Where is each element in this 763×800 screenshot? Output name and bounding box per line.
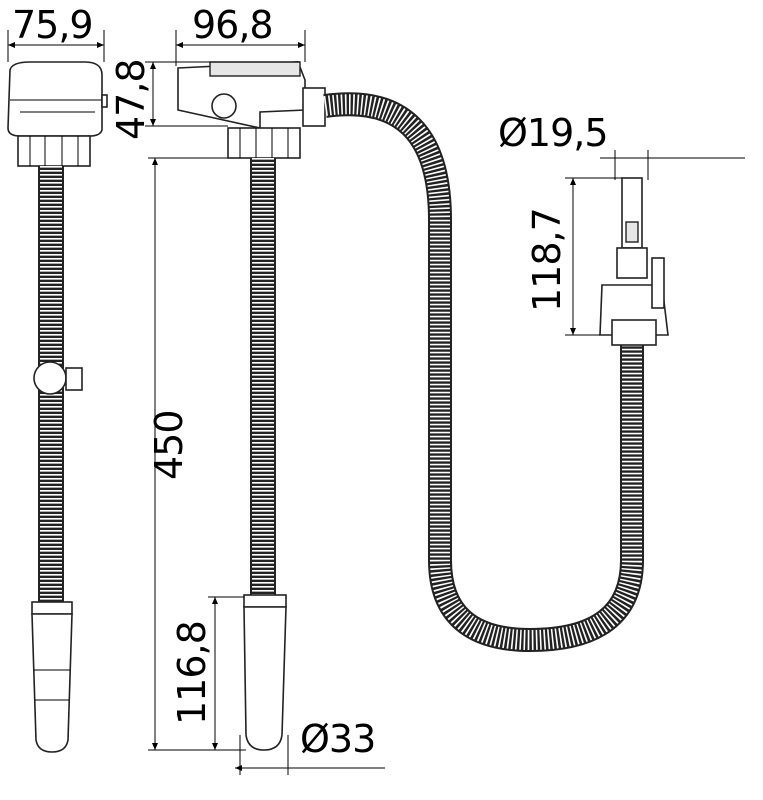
dim-float-length: 116,8: [170, 621, 214, 725]
outlet-fitting: [599, 177, 669, 346]
outlet-hose: [323, 92, 644, 653]
side-view-pump: [7, 61, 108, 753]
dimension-lines: [7, 30, 745, 775]
dim-head-height: 47,8: [109, 59, 153, 140]
dim-side-width: 75,9: [12, 3, 93, 47]
front-view-pump: [177, 61, 326, 751]
dim-outlet-diameter: Ø19,5: [498, 111, 608, 155]
dim-float-diameter: Ø33: [300, 717, 375, 761]
dim-front-width: 96,8: [192, 3, 273, 47]
dim-outlet-height: 118,7: [525, 208, 569, 312]
dim-hose-length: 450: [147, 410, 191, 480]
